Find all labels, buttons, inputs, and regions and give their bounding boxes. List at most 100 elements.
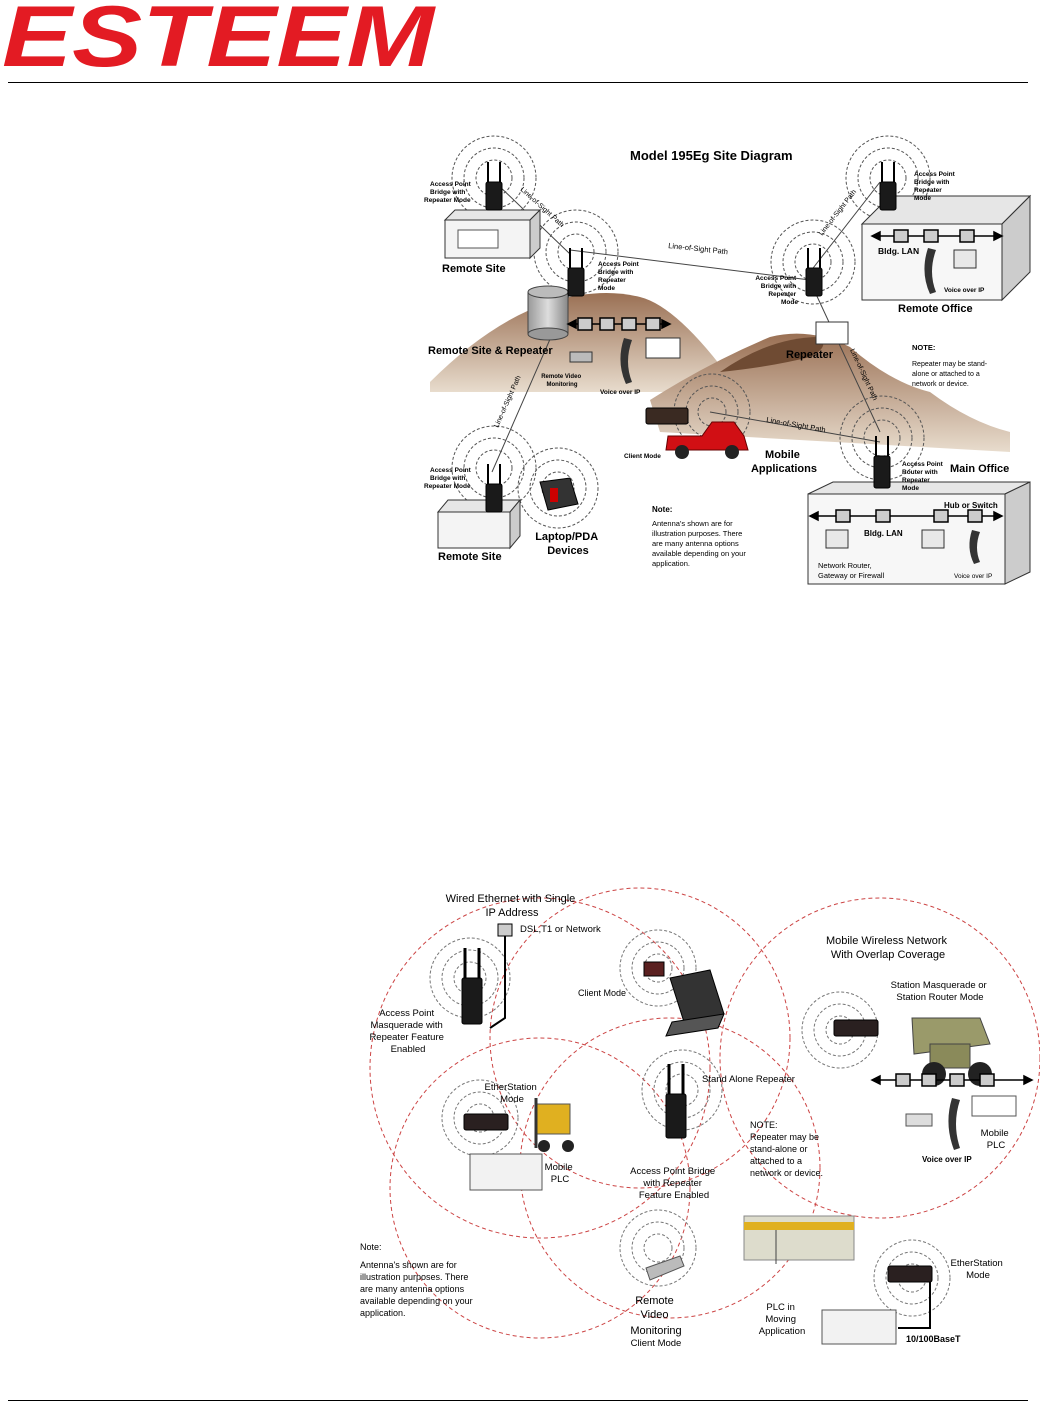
header-rule <box>8 82 1028 83</box>
hill-left <box>430 293 740 392</box>
remote-site-repeater-label: Remote Site & Repeater <box>428 345 553 357</box>
phone-icon <box>969 530 980 564</box>
esteem-logo: ESTEEM <box>2 0 437 72</box>
logo-text: ESTEEM <box>2 0 437 72</box>
voip-left-label: Voice over IP <box>600 389 641 396</box>
client-mode-bottom-label: Client Mode <box>631 1338 682 1349</box>
voip-top-right-label: Voice over IP <box>944 287 985 294</box>
ap-bridge-label: Access Point Bridge with Repeater Featur… <box>630 1166 718 1201</box>
ap-masquerade-label: Access Point Masquerade with Repeater Fe… <box>369 1008 446 1055</box>
client-mode-label: Client Mode <box>578 988 626 998</box>
plc-icon <box>645 337 681 359</box>
ap-bottom-left-label: Access Point Bridge with Repeater Mode <box>424 467 473 490</box>
note-right-body: Repeater may be stand- alone or attached… <box>912 361 989 388</box>
coverage-circle <box>369 897 711 1239</box>
ap-repeater-right-label: Access Point Bridge with Repeater Mode <box>755 275 798 306</box>
note2-title: Note: <box>360 1242 382 1252</box>
note-right-title: NOTE: <box>912 343 935 352</box>
mobile-plc-left-label: Mobile PLC <box>545 1162 576 1185</box>
laptop-pda-label: Laptop/PDA Devices <box>535 531 601 557</box>
client-mode-label: Client Mode <box>624 453 661 460</box>
computer-icon <box>953 249 977 269</box>
network-router-label: Network Router, Gateway or Firewall <box>818 561 885 580</box>
radio-etherstation-left <box>463 1113 509 1131</box>
phone-icon <box>948 1098 960 1150</box>
voip-bottom-label: Voice over IP <box>954 573 992 580</box>
ap-router-label: Access Point Router with Repeater Mode <box>902 461 945 492</box>
footer-rule <box>8 1400 1028 1401</box>
remote-site-bottom-label: Remote Site <box>438 551 502 563</box>
dsl-label: DSL,T1 or Network <box>520 924 601 935</box>
radio-ap-masquerade <box>461 948 483 1025</box>
dsl-port-icon <box>497 923 513 937</box>
remote-video-label: Remote Video Monitoring <box>630 1295 681 1337</box>
forklift-icon <box>534 1098 574 1152</box>
phone-icon <box>924 248 936 294</box>
ap-repeater-center-label: Access Point Bridge with Repeater Mode <box>598 261 641 292</box>
radio-standalone-repeater <box>665 1064 687 1139</box>
mobile-plc-right-label: Mobile PLC <box>981 1128 1012 1151</box>
standalone-repeater-label: Stand Alone Repeater <box>702 1074 795 1085</box>
computer-icon <box>825 529 849 549</box>
security-camera-icon <box>645 1255 685 1281</box>
computer-icon <box>921 529 945 549</box>
phone-icon <box>620 338 632 384</box>
radio-station-masquerade <box>833 1019 879 1037</box>
ap-top-right-label: Access Point Bridge with Repeater Mode <box>914 171 957 202</box>
diagram-title: Model 195Eg Site Diagram <box>630 148 793 163</box>
repeater-box <box>815 321 849 345</box>
pickup-truck <box>665 421 749 459</box>
voip-label: Voice over IP <box>922 1155 972 1164</box>
note-bottom-title: Note: <box>652 505 672 514</box>
mobile-network-diagram: Wired Ethernet with Single IP Address DS… <box>360 887 1040 1349</box>
camera-icon <box>905 1113 933 1127</box>
radio-client-mobile <box>645 407 689 425</box>
plc-icon <box>821 1309 897 1345</box>
camera-icon <box>569 351 593 363</box>
radio-remote-top <box>485 162 503 211</box>
radio-etherstation-right <box>887 1265 933 1283</box>
remote-video-label: Remote Video Monitoring <box>541 374 583 388</box>
note-bottom-body: Antenna's shown are for illustration pur… <box>652 519 748 568</box>
note-body: Repeater may be stand-alone or attached … <box>750 1132 823 1178</box>
etherstation-left-label: EtherStation Mode <box>485 1082 540 1105</box>
radio-remote-office <box>879 162 897 211</box>
plc-icon <box>469 1153 543 1191</box>
plc-moving-label: PLC in Moving Application <box>759 1302 805 1337</box>
water-tank <box>527 285 569 341</box>
remote-office-label: Remote Office <box>898 303 973 315</box>
bldg-lan-top-label: Bldg. LAN <box>878 246 919 256</box>
remote-site-top-label: Remote Site <box>442 263 506 275</box>
repeater-label: Repeater <box>786 349 834 361</box>
etherstation-right-label: EtherStation Mode <box>951 1258 1006 1281</box>
pcmcia-card <box>643 961 665 977</box>
remote-site-bottom-building <box>436 498 522 550</box>
los-top-mid: Line-of-Sight Path <box>668 241 729 256</box>
main-office-label: Main Office <box>950 463 1009 475</box>
station-masquerade-label: Station Masquerade or Station Router Mod… <box>891 980 990 1003</box>
mobile-network-label: Mobile Wireless Network With Overlap Cov… <box>826 935 950 961</box>
hub-switch-label: Hub or Switch <box>944 501 998 510</box>
baset-label: 10/100BaseT <box>906 1334 961 1344</box>
bldg-lan-bottom-label: Bldg. LAN <box>864 529 903 538</box>
radio-main-office <box>873 436 891 489</box>
note-title: NOTE: <box>750 1120 778 1130</box>
crane-icon <box>743 1215 855 1264</box>
coverage-circle <box>389 1037 691 1339</box>
hill-right-dark <box>720 337 824 372</box>
note2-body: Antenna's shown are for illustration pur… <box>360 1260 475 1318</box>
laptop-icon <box>665 969 725 1037</box>
remote-site-top-building <box>443 208 542 260</box>
site-diagram-195eg: Model 195Eg Site Diagram Access Point Br… <box>424 135 1032 585</box>
radio-repeater-right <box>805 248 823 297</box>
plc-icon <box>971 1095 1017 1117</box>
coverage-circle <box>489 887 791 1189</box>
laptop-icon <box>539 477 579 511</box>
ap-remote-top-label: Access Point Bridge with Repeater Mode <box>424 181 473 204</box>
radio-remote-bottom <box>485 464 503 513</box>
dump-truck-icon <box>911 1017 992 1086</box>
los-top-right: Line-of-Sight Path <box>818 189 858 238</box>
radio-repeater-center <box>567 248 585 297</box>
wired-ethernet-label: Wired Ethernet with Single IP Address <box>446 893 579 919</box>
mobile-apps-label: Mobile Applications <box>751 449 817 475</box>
